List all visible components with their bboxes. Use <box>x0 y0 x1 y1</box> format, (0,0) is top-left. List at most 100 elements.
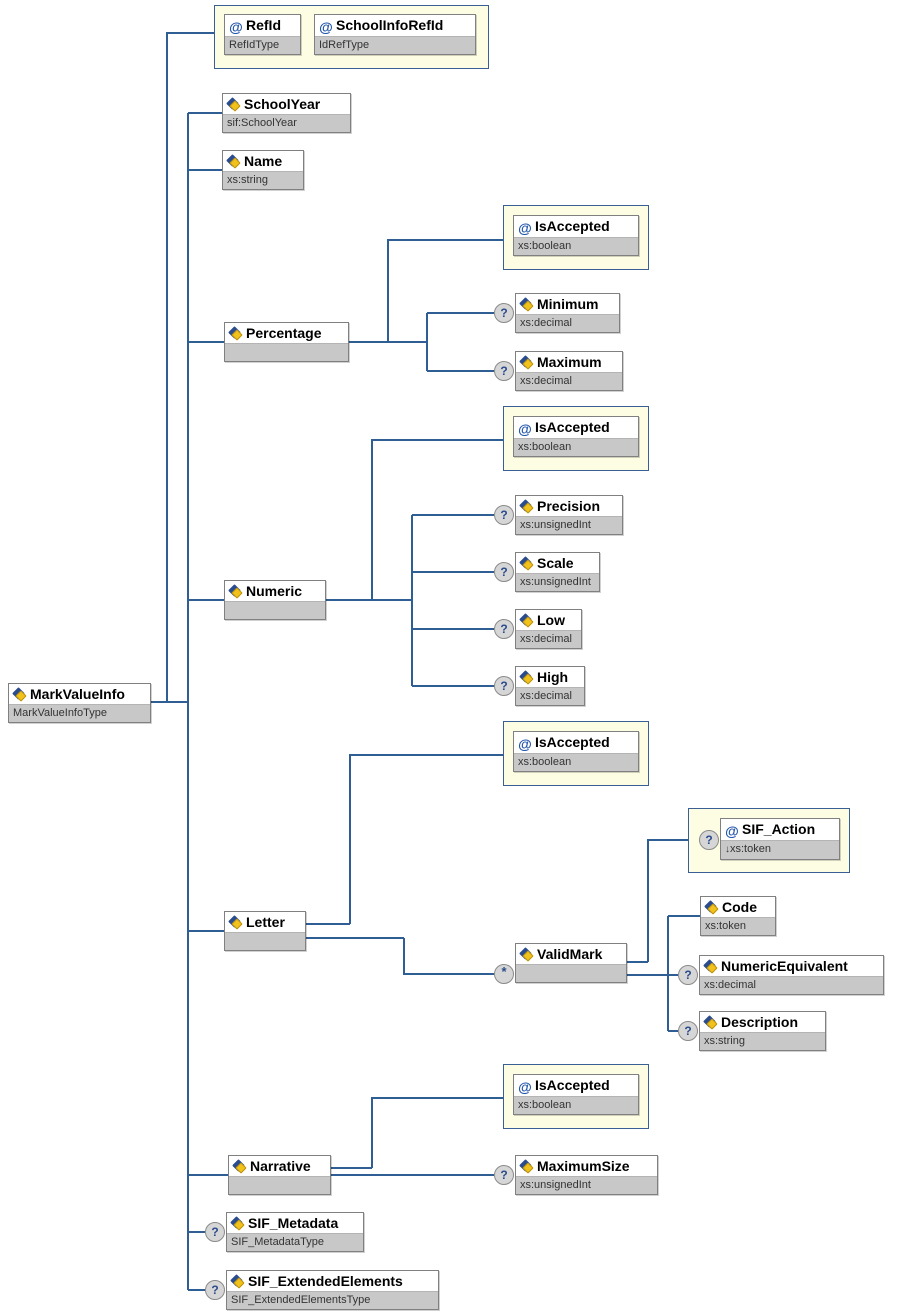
element-schoolyear-label: SchoolYear <box>223 94 350 114</box>
element-icon <box>704 1016 717 1029</box>
cardinality-maximum: ? <box>494 361 514 381</box>
element-icon <box>229 327 242 340</box>
element-maximumsize[interactable]: MaximumSize xs:unsignedInt <box>515 1155 658 1195</box>
element-description-label: Description <box>700 1012 825 1032</box>
element-scale-type: xs:unsignedInt <box>516 573 599 591</box>
element-markvalueinfo-label: MarkValueInfo <box>9 684 150 704</box>
element-schoolyear[interactable]: SchoolYear sif:SchoolYear <box>222 93 351 133</box>
element-validmark-type <box>516 964 626 982</box>
cardinality-maximumsize: ? <box>494 1165 514 1185</box>
attribute-numeric-isaccepted[interactable]: @IsAccepted xs:boolean <box>513 416 639 457</box>
element-icon <box>520 298 533 311</box>
element-icon <box>229 585 242 598</box>
attribute-percentage-isaccepted-label: @IsAccepted <box>514 216 638 237</box>
element-high-type: xs:decimal <box>516 687 584 705</box>
attribute-sif-action-label: @SIF_Action <box>721 819 839 840</box>
element-high-label: High <box>516 667 584 687</box>
element-sif-metadata[interactable]: SIF_Metadata SIF_MetadataType <box>226 1212 364 1252</box>
attribute-percentage-isaccepted[interactable]: @IsAccepted xs:boolean <box>513 215 639 256</box>
element-precision-type: xs:unsignedInt <box>516 516 622 534</box>
element-narrative[interactable]: Narrative <box>228 1155 331 1195</box>
element-letter[interactable]: Letter <box>224 911 306 951</box>
element-minimum[interactable]: Minimum xs:decimal <box>515 293 620 333</box>
element-sif-extendedelements-label: SIF_ExtendedElements <box>227 1271 438 1291</box>
element-maximum-type: xs:decimal <box>516 372 622 390</box>
cardinality-sif-action: ? <box>699 830 719 850</box>
attribute-letter-isaccepted[interactable]: @IsAccepted xs:boolean <box>513 731 639 772</box>
element-icon <box>704 960 717 973</box>
element-description[interactable]: Description xs:string <box>699 1011 826 1051</box>
element-letter-type <box>225 932 305 950</box>
element-markvalueinfo-type: MarkValueInfoType <box>9 704 150 722</box>
element-minimum-type: xs:decimal <box>516 314 619 332</box>
cardinality-scale: ? <box>494 562 514 582</box>
attribute-schoolinforefid-type: IdRefType <box>315 36 475 54</box>
element-code-label: Code <box>701 897 775 917</box>
element-percentage-type <box>225 343 348 361</box>
element-description-type: xs:string <box>700 1032 825 1050</box>
element-icon <box>227 155 240 168</box>
element-maximumsize-type: xs:unsignedInt <box>516 1176 657 1194</box>
attribute-narrative-isaccepted-type: xs:boolean <box>514 1096 638 1114</box>
element-letter-label: Letter <box>225 912 305 932</box>
element-icon <box>13 688 26 701</box>
attribute-icon: @ <box>319 19 333 35</box>
element-icon <box>520 1160 533 1173</box>
element-numeric[interactable]: Numeric <box>224 580 326 620</box>
element-minimum-label: Minimum <box>516 294 619 314</box>
element-sif-extendedelements-type: SIF_ExtendedElementsType <box>227 1291 438 1309</box>
element-percentage[interactable]: Percentage <box>224 322 349 362</box>
element-name-label: Name <box>223 151 303 171</box>
cardinality-minimum: ? <box>494 303 514 323</box>
attribute-schoolinforefid-label: @SchoolInfoRefId <box>315 15 475 36</box>
element-sif-extendedelements[interactable]: SIF_ExtendedElements SIF_ExtendedElement… <box>226 1270 439 1310</box>
element-icon <box>229 916 242 929</box>
element-code[interactable]: Code xs:token <box>700 896 776 936</box>
element-numericequivalent[interactable]: NumericEquivalent xs:decimal <box>699 955 884 995</box>
attribute-icon: @ <box>229 19 243 35</box>
cardinality-validmark: * <box>494 964 514 984</box>
element-icon <box>233 1160 246 1173</box>
element-name[interactable]: Name xs:string <box>222 150 304 190</box>
attribute-refid[interactable]: @RefId RefIdType <box>224 14 301 55</box>
element-precision[interactable]: Precision xs:unsignedInt <box>515 495 623 535</box>
element-icon <box>705 901 718 914</box>
cardinality-description: ? <box>678 1021 698 1041</box>
element-icon <box>227 98 240 111</box>
attribute-schoolinforefid[interactable]: @SchoolInfoRefId IdRefType <box>314 14 476 55</box>
attribute-numeric-isaccepted-type: xs:boolean <box>514 438 638 456</box>
element-numericequivalent-type: xs:decimal <box>700 976 883 994</box>
attribute-icon: @ <box>725 823 739 839</box>
attribute-icon: @ <box>518 220 532 236</box>
element-markvalueinfo[interactable]: MarkValueInfo MarkValueInfoType <box>8 683 151 723</box>
element-code-type: xs:token <box>701 917 775 935</box>
element-numeric-type <box>225 601 325 619</box>
attribute-icon: @ <box>518 1079 532 1095</box>
attribute-icon: @ <box>518 421 532 437</box>
element-icon <box>520 614 533 627</box>
element-narrative-label: Narrative <box>229 1156 330 1176</box>
element-sif-metadata-type: SIF_MetadataType <box>227 1233 363 1251</box>
element-scale[interactable]: Scale xs:unsignedInt <box>515 552 600 592</box>
element-high[interactable]: High xs:decimal <box>515 666 585 706</box>
attribute-letter-isaccepted-label: @IsAccepted <box>514 732 638 753</box>
element-low[interactable]: Low xs:decimal <box>515 609 582 649</box>
element-low-label: Low <box>516 610 581 630</box>
attribute-sif-action[interactable]: @SIF_Action ↓xs:token <box>720 818 840 860</box>
attribute-percentage-isaccepted-type: xs:boolean <box>514 237 638 255</box>
element-icon <box>231 1275 244 1288</box>
element-sif-metadata-label: SIF_Metadata <box>227 1213 363 1233</box>
element-maximum[interactable]: Maximum xs:decimal <box>515 351 623 391</box>
attribute-narrative-isaccepted[interactable]: @IsAccepted xs:boolean <box>513 1074 639 1115</box>
attribute-letter-isaccepted-type: xs:boolean <box>514 753 638 771</box>
element-low-type: xs:decimal <box>516 630 581 648</box>
cardinality-sif-extendedelements: ? <box>205 1280 225 1300</box>
element-validmark[interactable]: ValidMark <box>515 943 627 983</box>
restriction-arrow-icon: ↓ <box>725 844 730 855</box>
element-precision-label: Precision <box>516 496 622 516</box>
element-scale-label: Scale <box>516 553 599 573</box>
element-numericequivalent-label: NumericEquivalent <box>700 956 883 976</box>
element-maximumsize-label: MaximumSize <box>516 1156 657 1176</box>
element-maximum-label: Maximum <box>516 352 622 372</box>
